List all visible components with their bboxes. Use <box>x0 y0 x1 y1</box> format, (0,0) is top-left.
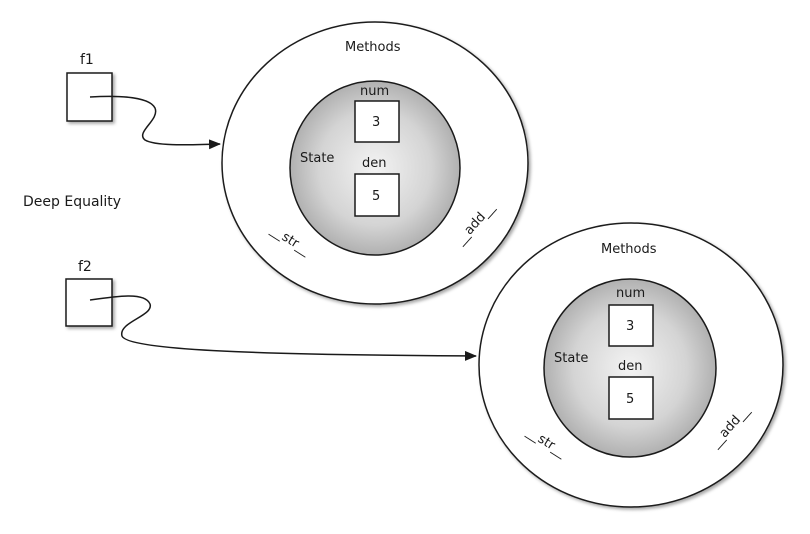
field-value-den: 5 <box>626 392 634 407</box>
fraction-object-1: Methods State num 3 den 5 __str__ __add_… <box>221 21 529 305</box>
methods-label: Methods <box>345 40 401 55</box>
field-name-den: den <box>362 156 387 171</box>
field-name-num: num <box>616 286 645 301</box>
field-box-den <box>354 173 400 217</box>
reference-box <box>65 278 113 327</box>
reference-f2: f2 <box>65 259 477 361</box>
field-box-den <box>608 376 654 420</box>
diagram-caption: Deep Equality <box>23 194 121 210</box>
field-value-num: 3 <box>626 319 634 334</box>
fraction-object-2: Methods State num 3 den 5 __str__ __add_… <box>478 222 784 508</box>
field-value-num: 3 <box>372 115 380 130</box>
field-name-num: num <box>360 84 389 99</box>
reference-arrow <box>89 95 221 150</box>
field-value-den: 5 <box>372 189 380 204</box>
state-core <box>289 80 461 256</box>
state-core <box>543 278 717 458</box>
reference-arrow <box>89 295 477 361</box>
methods-label: Methods <box>601 242 657 257</box>
field-box-num <box>608 304 654 347</box>
field-name-den: den <box>618 359 643 374</box>
reference-label: f1 <box>80 52 94 68</box>
field-box-num <box>354 100 400 143</box>
reference-label: f2 <box>78 259 92 275</box>
state-label: State <box>300 151 334 166</box>
reference-f1: f1 <box>66 52 221 150</box>
state-label: State <box>554 351 588 366</box>
